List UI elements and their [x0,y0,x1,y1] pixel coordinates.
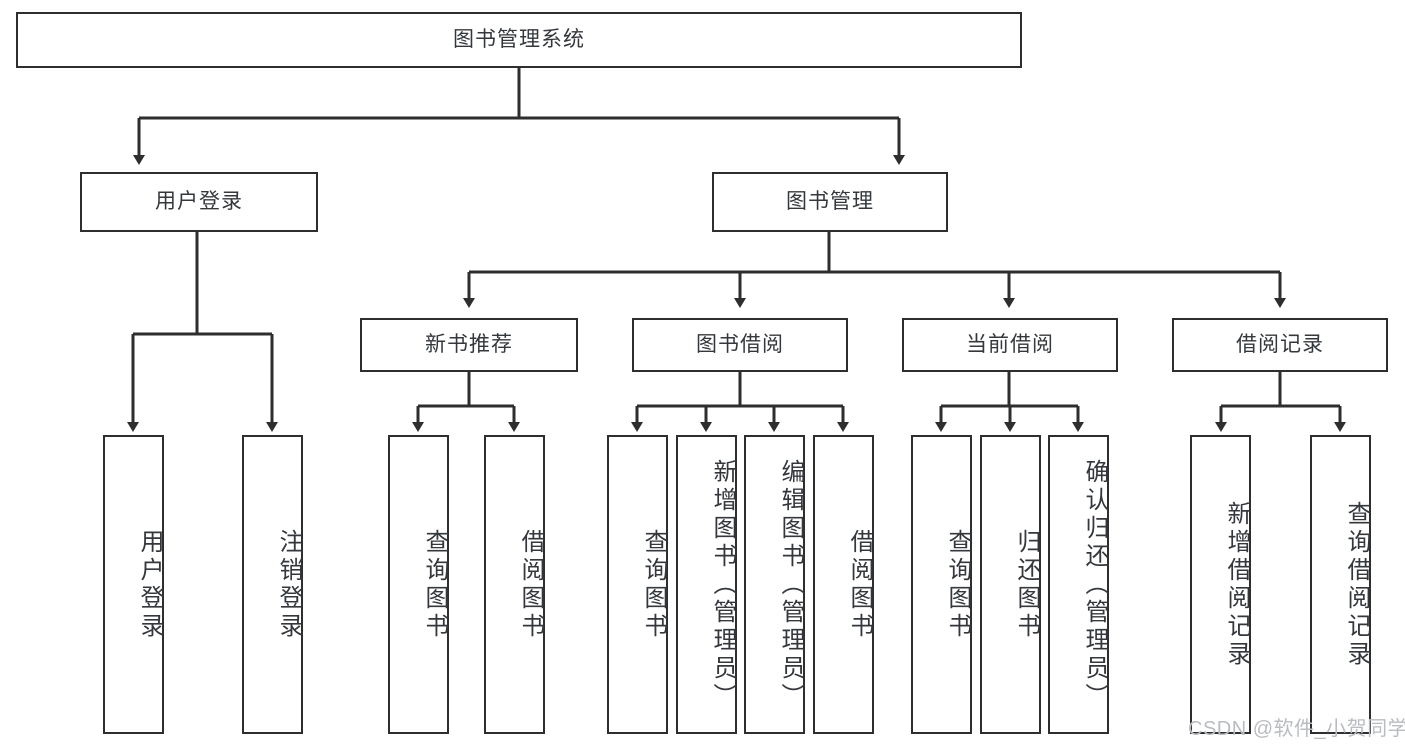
node-borrow-record[interactable]: 借阅记录 [1172,318,1388,372]
node-root[interactable]: 图书管理系统 [16,12,1022,68]
node-leaf-logout-login-label: 注销登录 [275,528,302,641]
node-leaf-user-login-label: 用户登录 [136,528,163,641]
node-book-manage[interactable]: 图书管理 [712,172,948,232]
node-new-book-recommend-label: 新书推荐 [425,333,513,357]
node-leaf-query-record-label: 查询借阅记录 [1343,500,1370,669]
node-current-borrow-label: 当前借阅 [966,333,1054,357]
node-leaf-return-book[interactable]: 归还图书 [980,435,1041,734]
node-leaf-query-book-1-label: 查询图书 [421,528,448,641]
node-book-borrow-label: 图书借阅 [696,333,784,357]
node-leaf-confirm-return[interactable]: 确认归还（管理员） [1048,435,1109,734]
node-leaf-add-record-label: 新增借阅记录 [1223,500,1250,669]
node-leaf-query-book-1[interactable]: 查询图书 [388,435,449,734]
node-user-login[interactable]: 用户登录 [80,172,318,232]
node-leaf-query-book-2-label: 查询图书 [640,528,667,641]
node-leaf-edit-book-label: 编辑图书（管理员） [777,458,804,711]
node-leaf-edit-book[interactable]: 编辑图书（管理员） [744,435,805,734]
node-leaf-query-book-2[interactable]: 查询图书 [607,435,668,734]
node-leaf-user-login[interactable]: 用户登录 [103,435,164,734]
node-leaf-add-book-label: 新增图书（管理员） [709,458,736,711]
node-leaf-borrow-book-1-label: 借阅图书 [517,528,544,641]
node-borrow-record-label: 借阅记录 [1236,333,1324,357]
node-current-borrow[interactable]: 当前借阅 [902,318,1118,372]
node-leaf-borrow-book-2-label: 借阅图书 [846,528,873,641]
node-leaf-query-record[interactable]: 查询借阅记录 [1310,435,1371,734]
node-book-manage-label: 图书管理 [786,190,874,214]
node-leaf-query-book-3[interactable]: 查询图书 [911,435,972,734]
node-leaf-confirm-return-label: 确认归还（管理员） [1081,458,1108,711]
node-book-borrow[interactable]: 图书借阅 [632,318,848,372]
node-leaf-add-record[interactable]: 新增借阅记录 [1190,435,1251,734]
csdn-watermark: CSDN @软件_小贺同学 [1188,718,1405,740]
node-user-login-label: 用户登录 [155,190,243,214]
node-root-label: 图书管理系统 [453,28,585,52]
node-leaf-logout-login[interactable]: 注销登录 [242,435,303,734]
node-leaf-return-book-label: 归还图书 [1013,528,1040,641]
node-new-book-recommend[interactable]: 新书推荐 [360,318,578,372]
node-leaf-add-book[interactable]: 新增图书（管理员） [676,435,737,734]
node-leaf-borrow-book-2[interactable]: 借阅图书 [813,435,874,734]
node-leaf-borrow-book-1[interactable]: 借阅图书 [484,435,545,734]
node-leaf-query-book-3-label: 查询图书 [944,528,971,641]
